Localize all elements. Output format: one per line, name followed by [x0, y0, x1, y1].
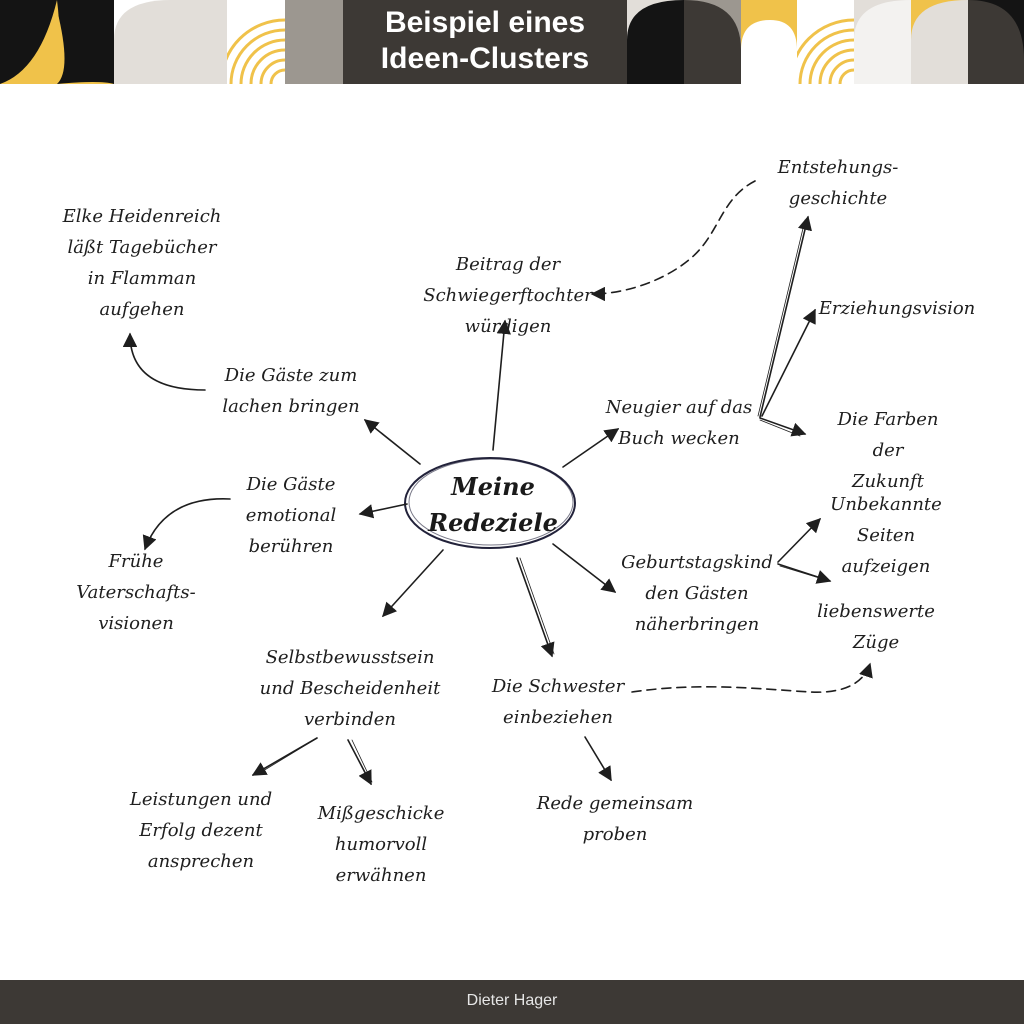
connector-lines	[122, 180, 873, 786]
dashed-arrow-schwester-to-liebenswerte	[631, 662, 873, 693]
node-rede: Rede gemeinsam proben	[536, 793, 694, 845]
arrow-to-fruehe	[142, 498, 231, 551]
arrow-to-beitrag	[492, 319, 511, 451]
center-ellipse	[404, 457, 576, 549]
node-geburtstagskind: Geburtstagskind den Gästen näherbringen	[621, 552, 773, 635]
node-fruehe: Frühe Vaterschafts- visionen	[76, 551, 196, 634]
arrow-to-neugier	[562, 428, 620, 468]
node-leistungen: Leistungen und Erfolg dezent ansprechen	[129, 789, 273, 872]
node-neugier: Neugier auf das Buch wecken	[605, 397, 753, 449]
node-entstehung: Entstehungs- geschichte	[777, 157, 899, 209]
arrow-to-emotional	[358, 503, 408, 519]
footer-bar: Dieter Hager	[0, 980, 1024, 1024]
node-emotional: Die Gäste emotional berühren	[245, 474, 337, 557]
arrow-to-rede	[584, 736, 612, 782]
arrow-to-missgeschicke	[347, 739, 372, 786]
node-beitrag: Beitrag der Schwiegerftochter würdigen	[423, 254, 593, 337]
arrow-to-entstehung	[759, 215, 812, 418]
arrow-to-elke	[122, 332, 206, 391]
arrow-to-unbekannte	[777, 517, 822, 563]
node-elke: Elke Heidenreich läßt Tagebücher in Flam…	[62, 206, 222, 320]
node-selbstbewusstsein: Selbstbewusstsein und Bescheidenheit ver…	[259, 647, 441, 730]
node-liebenswerte: liebenswerte Züge	[817, 601, 935, 653]
node-farben: Die Farben der Zukunft	[837, 409, 939, 492]
dashed-arrow-entstehung-to-beitrag	[590, 180, 756, 302]
arrow-to-geburtstagskind	[552, 543, 617, 593]
node-erziehung: Erziehungsvision	[818, 298, 976, 319]
arrow-to-farben	[759, 417, 807, 437]
arrow-to-erziehung	[761, 308, 816, 417]
arrow-to-lachen	[363, 419, 421, 465]
title-line-1: Beispiel eines	[384, 6, 586, 39]
header-pattern	[0, 0, 1024, 84]
node-unbekannte: Unbekannte Seiten aufzeigen	[830, 494, 942, 577]
footer-author: Dieter Hager	[466, 992, 558, 1009]
node-schwester: Die Schwester einbeziehen	[491, 676, 625, 728]
page-title: Beispiel eines Ideen-Clusters	[343, 0, 627, 84]
center-node-label: Meine Redeziele	[428, 472, 558, 537]
idea-cluster-diagram: Meine Redeziele Beitrag der Schwiegerfto…	[0, 84, 1024, 980]
header-banner: Beispiel eines Ideen-Clusters	[0, 0, 1024, 84]
arrow-to-selbstbewusstsein	[382, 549, 444, 618]
node-missgeschicke: Mißgeschicke humorvoll erwähnen	[317, 803, 445, 886]
arrow-to-schwester	[516, 557, 555, 658]
title-line-2: Ideen-Clusters	[380, 42, 590, 75]
node-lachen: Die Gäste zum lachen bringen	[222, 365, 360, 417]
arrow-to-leistungen	[251, 737, 318, 776]
